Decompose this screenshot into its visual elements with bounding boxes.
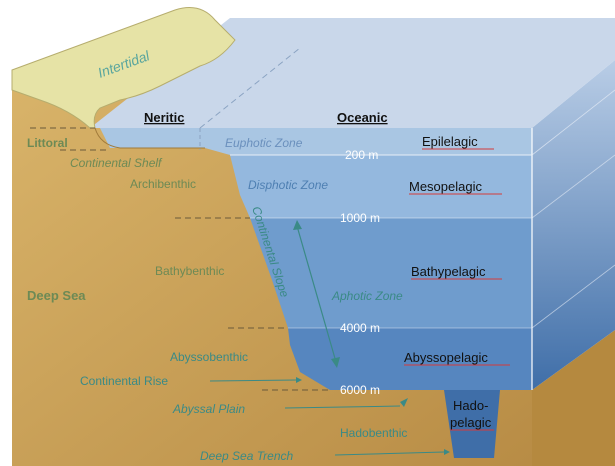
- neritic-label: Neritic: [144, 110, 184, 125]
- deep-sea-trench-label: Deep Sea Trench: [200, 449, 293, 463]
- bathypelagic-layer: [250, 218, 532, 328]
- bathybenthic-label: Bathybenthic: [155, 264, 224, 278]
- hadopelagic-label-line1: Hado-: [453, 398, 488, 413]
- depth-4000-label: 4000 m: [340, 321, 380, 335]
- hadobenthic-label: Hadobenthic: [340, 426, 407, 440]
- mesopelagic-label: Mesopelagic: [409, 179, 482, 194]
- deep-sea-label: Deep Sea: [27, 288, 86, 303]
- depth-200-label: 200 m: [345, 148, 378, 162]
- epipelagic-label: Epilelagic: [422, 134, 478, 149]
- abyssobenthic-label: Abyssobenthic: [170, 350, 248, 364]
- hadopelagic-label-line2: pelagic: [450, 415, 492, 430]
- bathypelagic-label: Bathypelagic: [411, 264, 486, 279]
- depth-1000-label: 1000 m: [340, 211, 380, 225]
- archibenthic-label: Archibenthic: [130, 177, 196, 191]
- continental-rise-label: Continental Rise: [80, 374, 168, 388]
- littoral-label: Littoral: [27, 136, 68, 150]
- continental-shelf-label: Continental Shelf: [70, 156, 163, 170]
- aphotic-zone-label: Aphotic Zone: [331, 289, 403, 303]
- disphotic-zone-label: Disphotic Zone: [248, 178, 328, 192]
- depth-6000-label: 6000 m: [340, 383, 380, 397]
- oceanic-label: Oceanic: [337, 110, 388, 125]
- euphotic-zone-label: Euphotic Zone: [225, 136, 303, 150]
- abyssal-plain-label: Abyssal Plain: [172, 402, 245, 416]
- abyssopelagic-label: Abyssopelagic: [404, 350, 488, 365]
